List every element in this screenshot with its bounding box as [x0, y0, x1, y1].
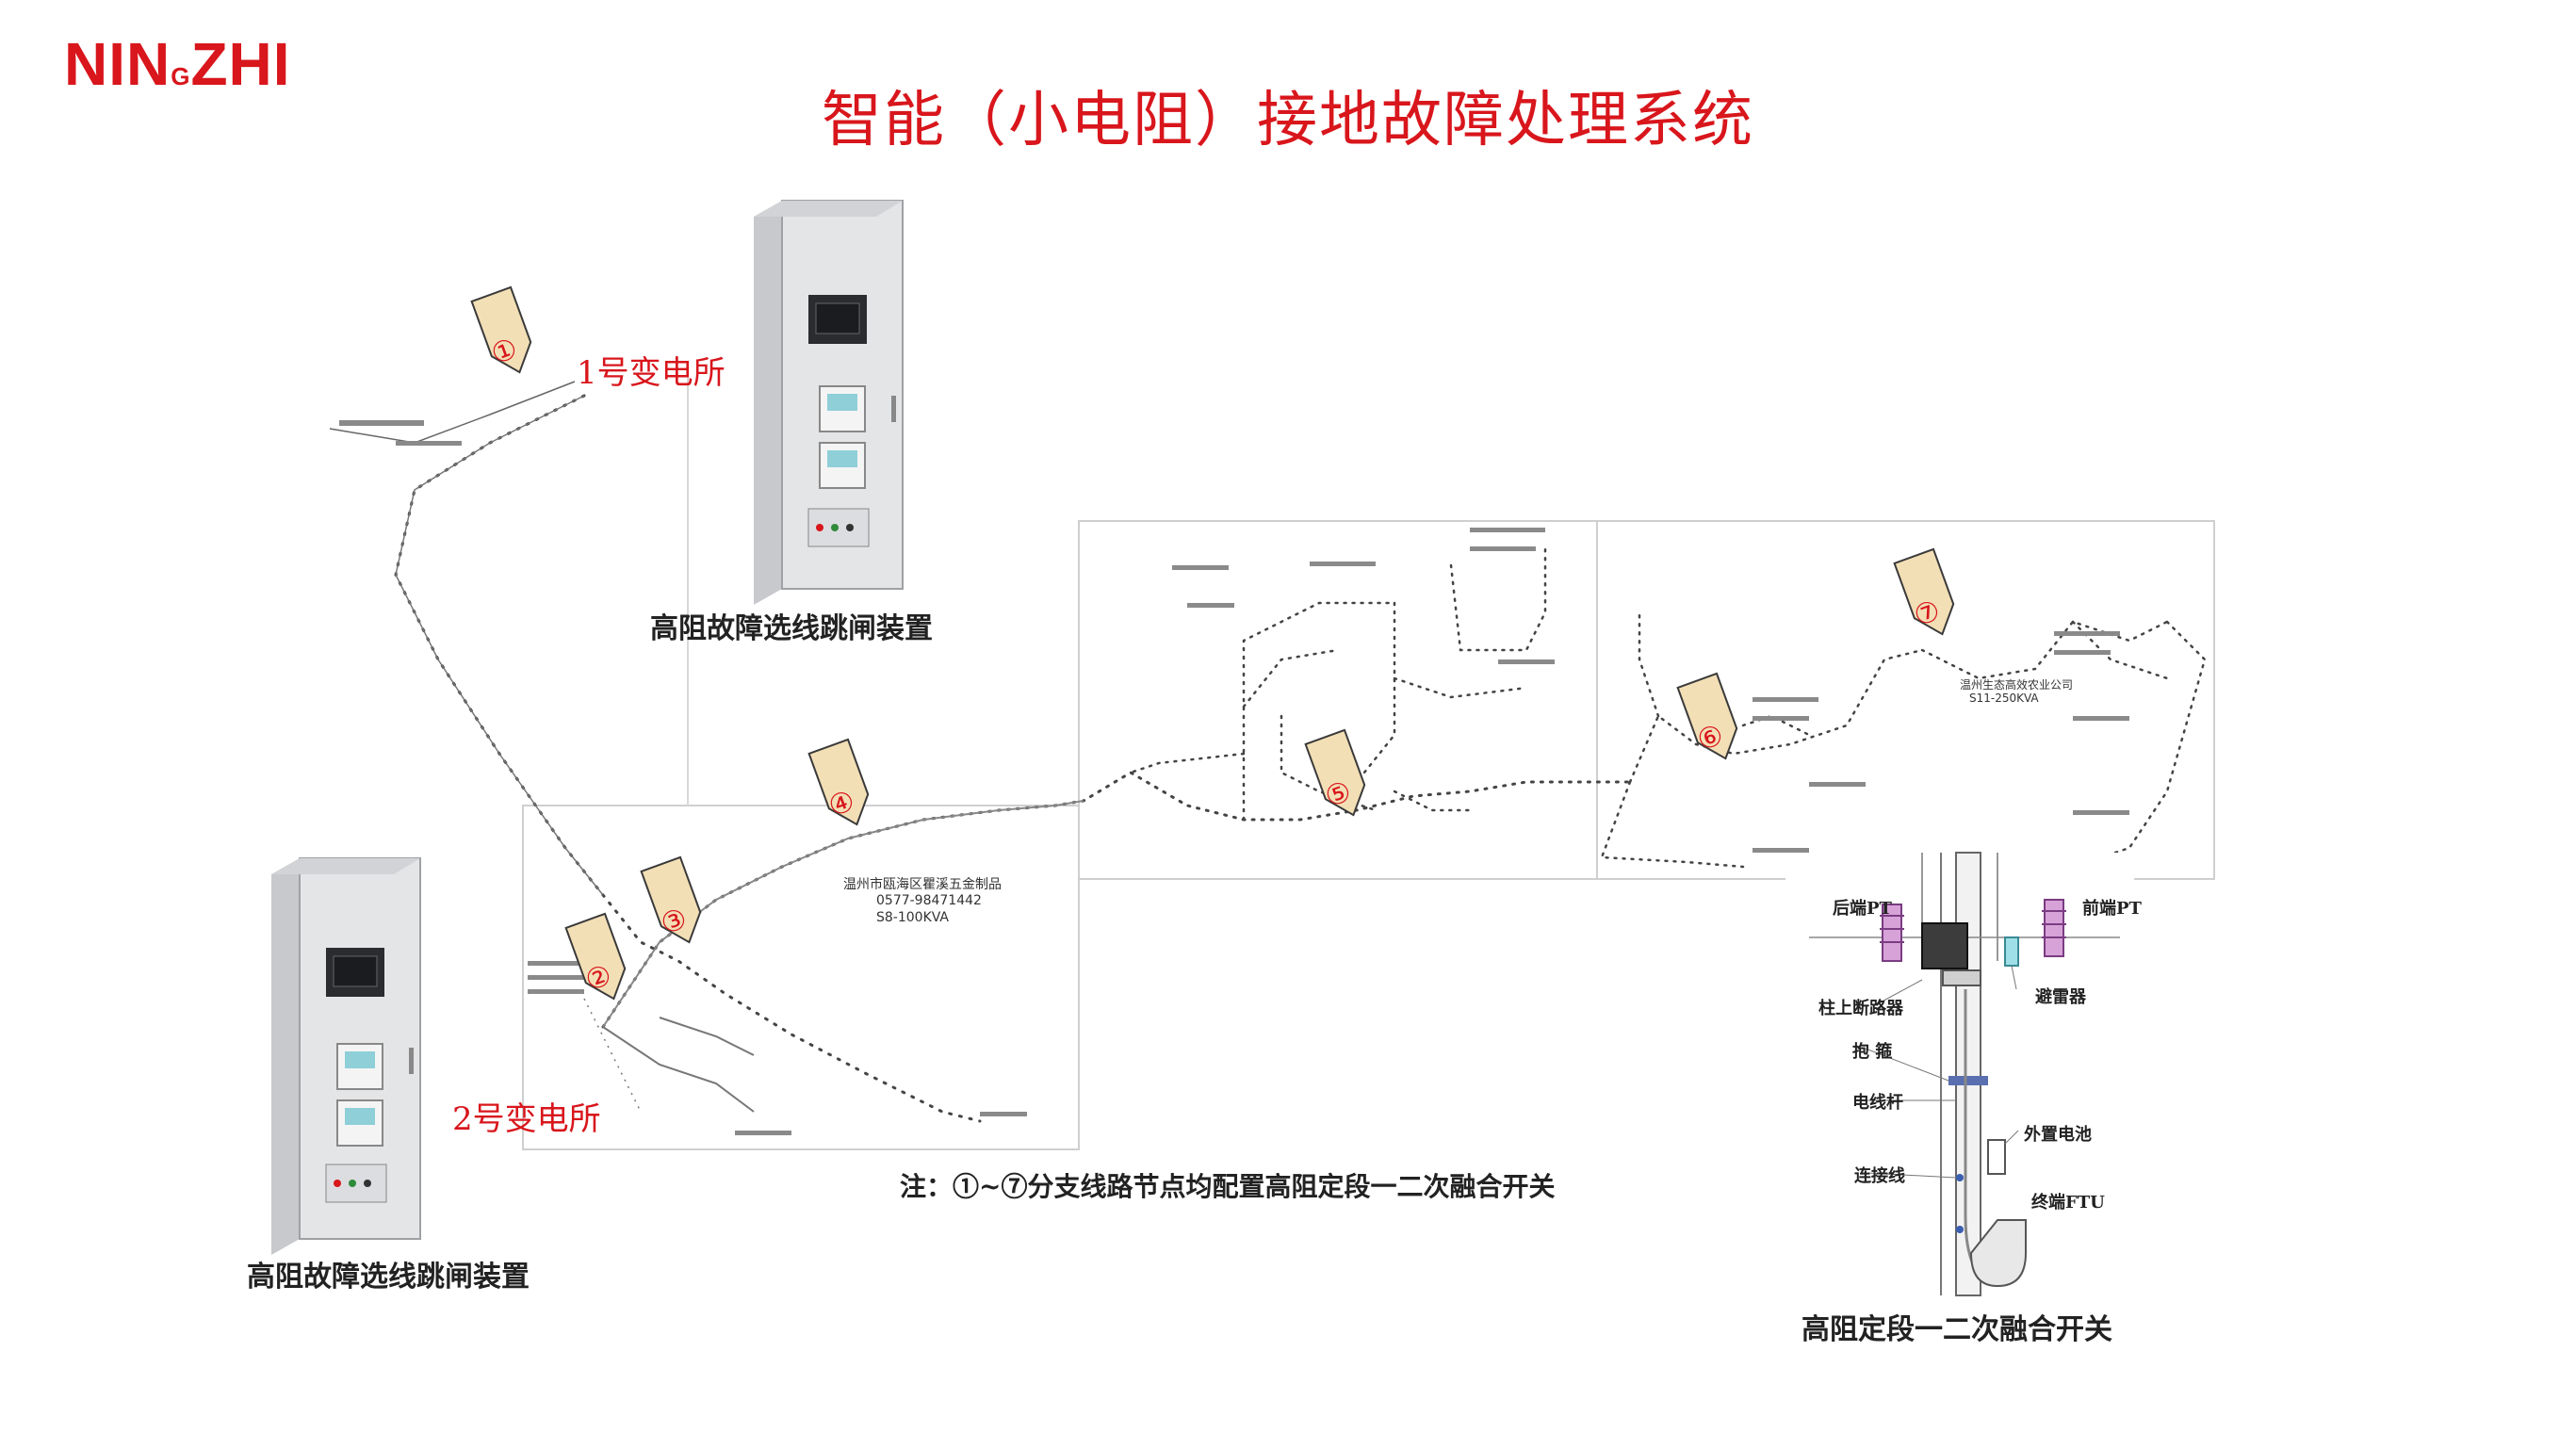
- marker-3: [640, 855, 702, 944]
- network-middle: [1129, 545, 1547, 822]
- rear-pt-shape: [1880, 904, 1904, 962]
- breaker-shape: [1921, 922, 1968, 969]
- map-panel-middle: [1078, 520, 1598, 880]
- note-text: 注：①~⑦分支线路节点均配置高阻定段一二次融合开关: [900, 1171, 1556, 1202]
- network-east: [1600, 611, 2207, 869]
- marker-5: [1304, 728, 1366, 817]
- arrester-shape: [2004, 936, 2019, 967]
- rear-pt-label: 后端PT: [1833, 899, 1892, 919]
- map-panel-south: [522, 805, 1080, 1150]
- cabinet-bottom: [271, 857, 421, 1255]
- ftu-shape: [1969, 1219, 2027, 1288]
- switch-leaders: [1865, 965, 2019, 1179]
- map-label-company-code: S11-250KVA: [1969, 692, 2039, 705]
- battery-shape: [1987, 1139, 2006, 1175]
- page-title: 智能（小电阻）接地故障处理系统: [822, 86, 1754, 155]
- marker-1: [470, 285, 532, 374]
- connector-label: 连接线: [1854, 1166, 1905, 1186]
- hoop-label: 抱 箍: [1852, 1042, 1893, 1062]
- front-pt-label: 前端PT: [2082, 899, 2142, 919]
- front-pt-shape: [2042, 899, 2066, 957]
- ftu-label: 终端FTU: [2031, 1193, 2105, 1213]
- marker-2: [564, 912, 627, 1001]
- map-tiny-labels: [339, 420, 2129, 1135]
- station-1-label: 1号变电所: [577, 354, 726, 392]
- pole-label: 电线杆: [1852, 1093, 1903, 1113]
- cabinet-top: [754, 200, 904, 605]
- marker-7: [1893, 547, 1955, 636]
- map-label-phone: 0577-98471442: [876, 893, 982, 908]
- map-label-company: 温州生态高效农业公司: [1960, 678, 2074, 692]
- station-2-label: 2号变电所: [452, 1100, 601, 1138]
- map-label-address: 温州市瓯海区瞿溪五金制品: [843, 877, 1002, 892]
- cabinet-top-caption: 高阻故障选线跳闸装置: [650, 612, 933, 645]
- switch-detail-caption: 高阻定段一二次融合开关: [1802, 1313, 2112, 1346]
- feeder-line-east: [601, 771, 1632, 1029]
- marker-4: [807, 738, 870, 826]
- arrester-label: 避雷器: [2035, 987, 2086, 1007]
- breaker-label: 柱上断路器: [1818, 999, 1903, 1018]
- cabinet-bottom-caption: 高阻故障选线跳闸装置: [247, 1261, 530, 1294]
- switch-detail-drawing: [1785, 852, 2134, 1296]
- map-label-code: S8-100KVA: [876, 910, 950, 925]
- marker-6: [1676, 672, 1738, 760]
- brand-logo: NINGZHI: [64, 30, 291, 98]
- hoop-shape: [1948, 1076, 1988, 1085]
- battery-label: 外置电池: [2024, 1125, 2092, 1145]
